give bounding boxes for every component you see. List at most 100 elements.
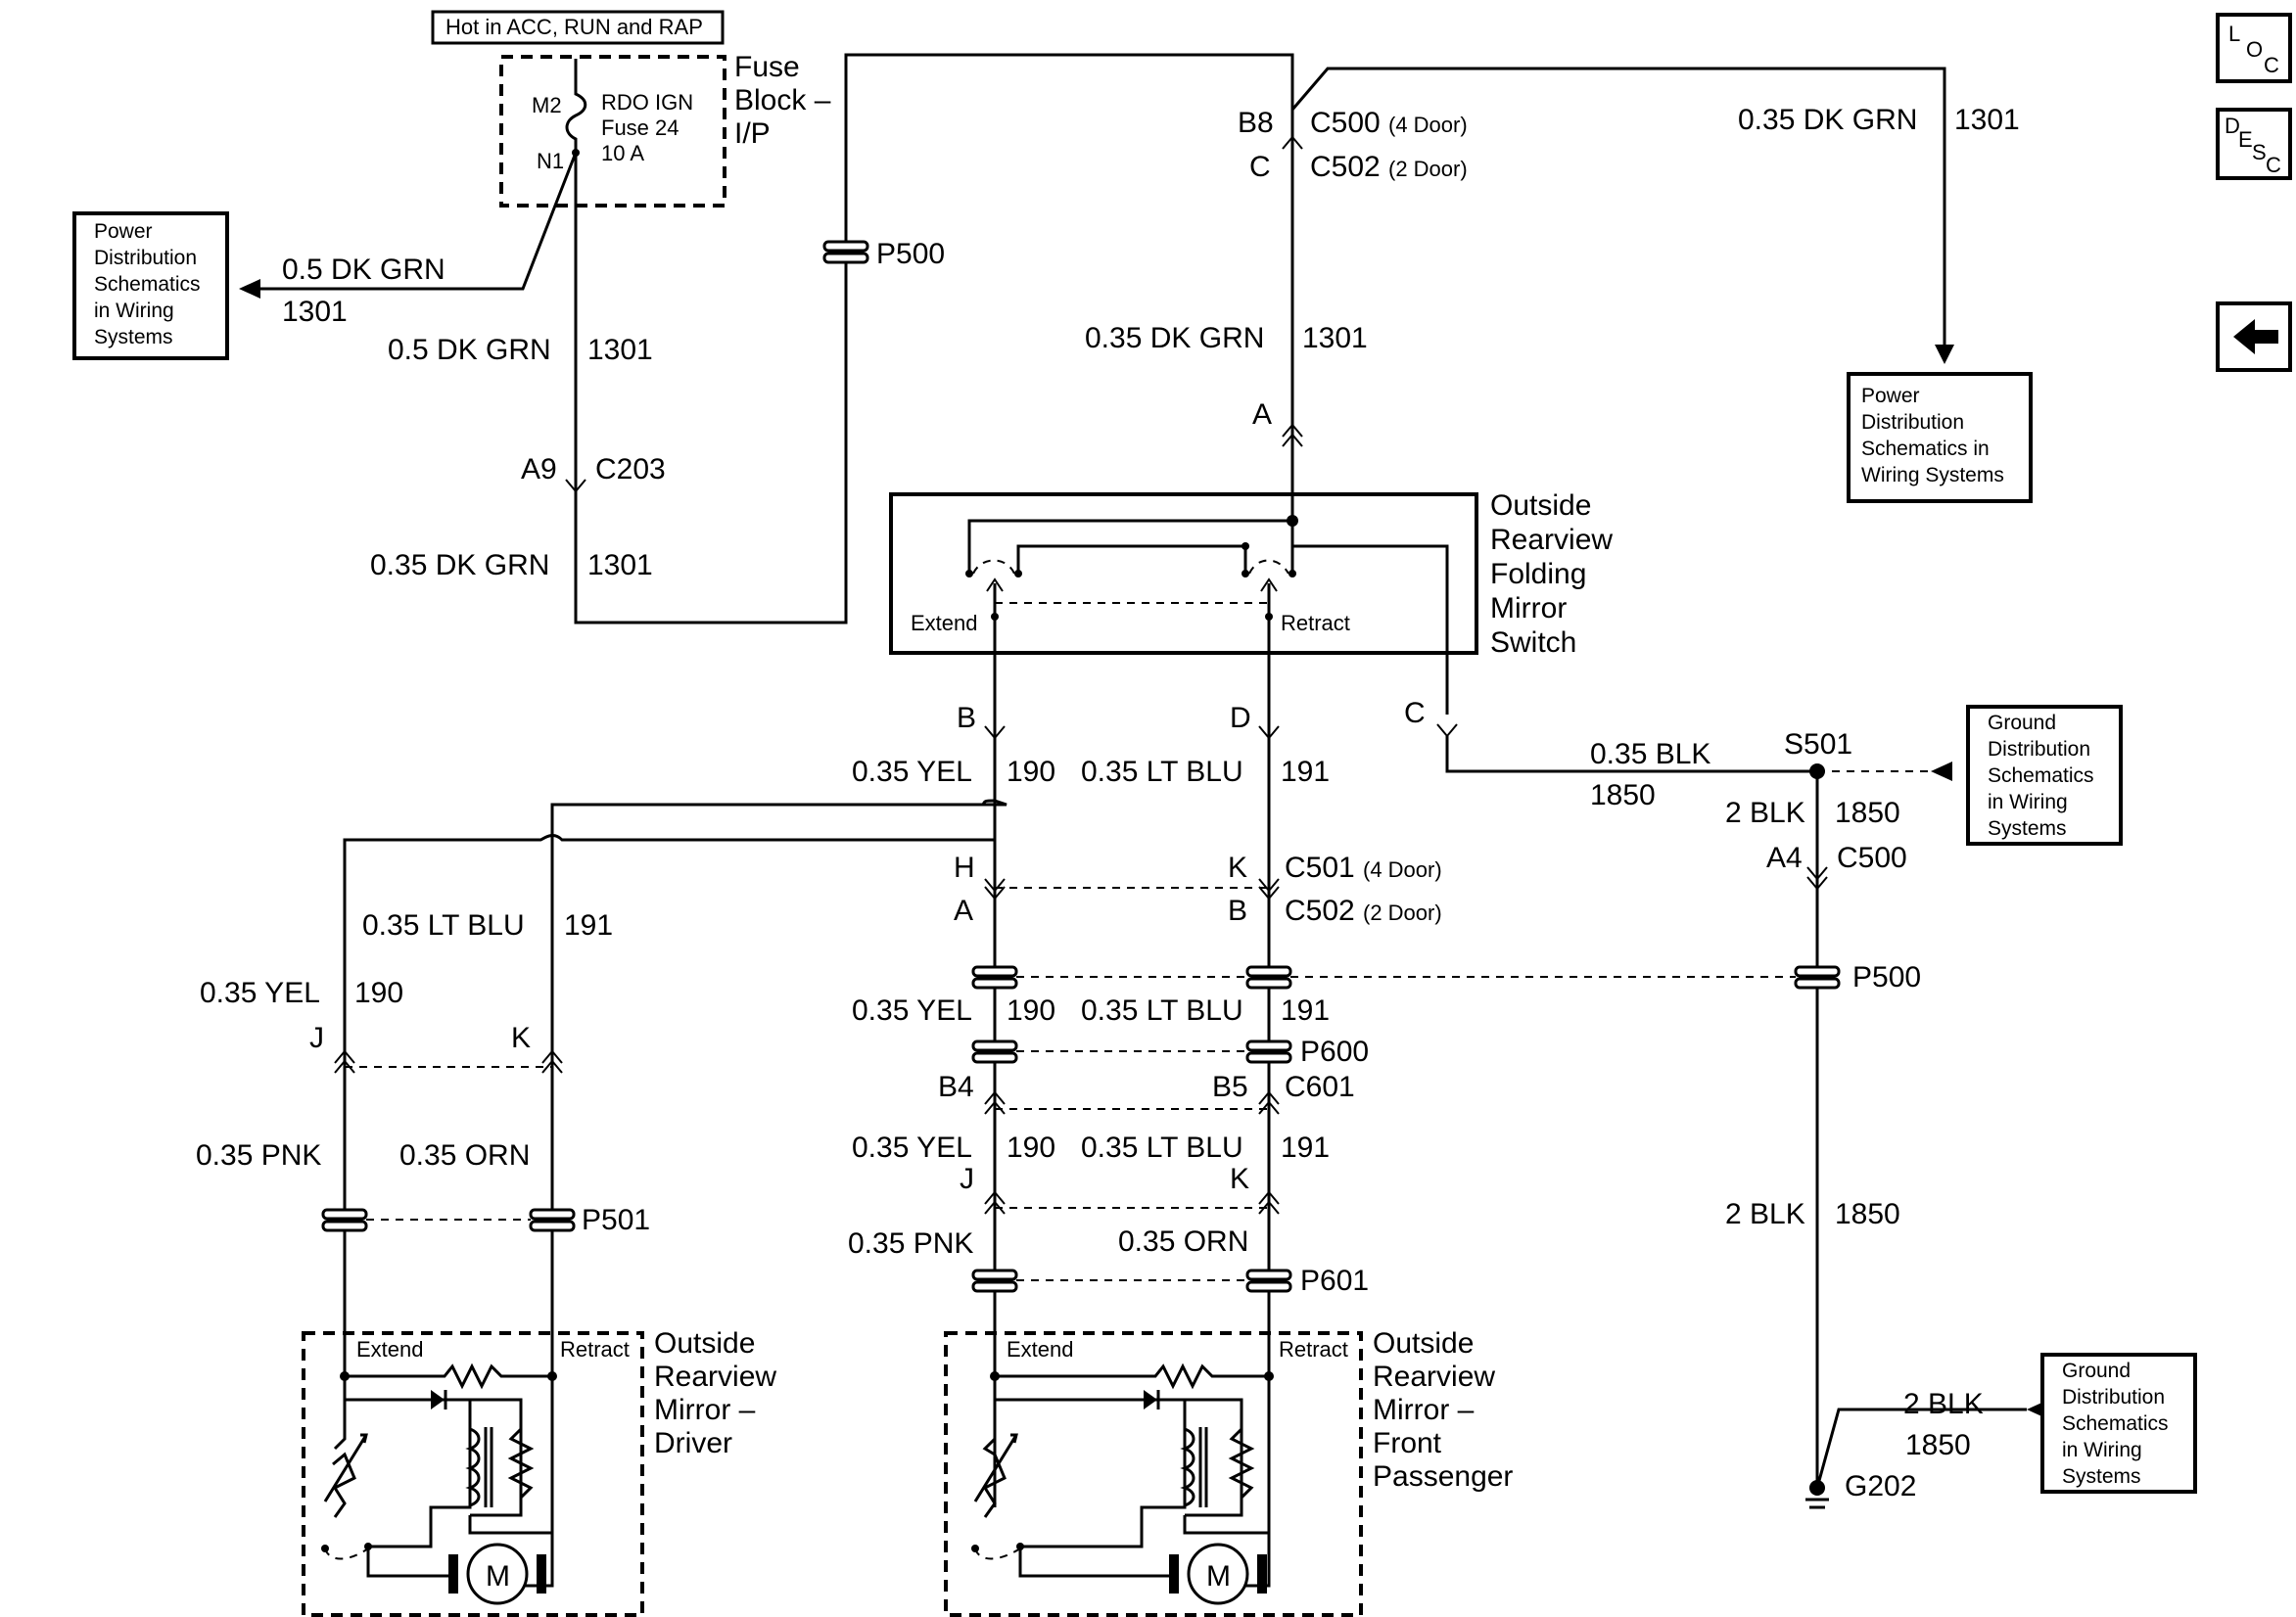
svg-text:190: 190 bbox=[1007, 994, 1055, 1027]
svg-text:0.5 DK GRN: 0.5 DK GRN bbox=[388, 334, 551, 366]
svg-text:Front: Front bbox=[1373, 1427, 1442, 1459]
s501-splice: S501 bbox=[1784, 728, 1852, 761]
passenger-motor: M bbox=[1169, 1543, 1267, 1605]
svg-text:1301: 1301 bbox=[282, 296, 348, 328]
svg-text:C: C bbox=[1249, 151, 1271, 183]
folding-mirror-switch-box bbox=[889, 492, 1478, 655]
svg-text:M: M bbox=[1206, 1560, 1231, 1593]
fuse-block-label: Fuse bbox=[734, 51, 800, 83]
svg-text:Schematics: Schematics bbox=[2062, 1412, 2169, 1435]
c500-connector: C500 bbox=[1310, 107, 1381, 139]
svg-text:A4: A4 bbox=[1766, 842, 1803, 874]
driver-mirror-label: Outside bbox=[654, 1327, 755, 1360]
c502-mid-connector: C502 bbox=[1285, 895, 1355, 927]
passenger-mirror-label: Outside bbox=[1373, 1327, 1474, 1360]
svg-text:A: A bbox=[1252, 398, 1272, 431]
svg-text:E: E bbox=[2238, 127, 2253, 152]
svg-text:Power: Power bbox=[1861, 385, 1920, 407]
driver-motor: M bbox=[448, 1543, 546, 1605]
svg-text:190: 190 bbox=[354, 977, 403, 1009]
svg-text:2 BLK: 2 BLK bbox=[1725, 1198, 1805, 1230]
svg-text:Driver: Driver bbox=[654, 1427, 732, 1459]
svg-text:1301: 1301 bbox=[587, 549, 653, 581]
svg-text:A9: A9 bbox=[521, 453, 557, 485]
svg-text:191: 191 bbox=[1281, 756, 1330, 788]
svg-text:Ground: Ground bbox=[1988, 712, 2056, 734]
svg-text:190: 190 bbox=[1007, 1132, 1055, 1164]
svg-text:O: O bbox=[2246, 37, 2263, 62]
svg-text:C: C bbox=[2264, 53, 2279, 77]
svg-text:(2 Door): (2 Door) bbox=[1363, 901, 1442, 925]
svg-text:D: D bbox=[1230, 702, 1251, 734]
svg-text:in Wiring: in Wiring bbox=[2062, 1439, 2142, 1461]
svg-text:J: J bbox=[960, 1163, 974, 1195]
svg-text:K: K bbox=[1230, 1163, 1249, 1195]
c501-connector: C501 bbox=[1285, 852, 1355, 884]
desc-button[interactable]: D E S C bbox=[2216, 108, 2292, 180]
driver-mirror-outline bbox=[302, 1331, 644, 1617]
svg-text:I/P: I/P bbox=[734, 117, 771, 150]
svg-text:0.35 YEL: 0.35 YEL bbox=[852, 994, 972, 1027]
svg-text:Retract: Retract bbox=[1281, 611, 1350, 635]
loc-button[interactable]: L O C bbox=[2216, 13, 2292, 83]
svg-text:Folding: Folding bbox=[1490, 558, 1586, 590]
svg-text:0.35 LT BLU: 0.35 LT BLU bbox=[1081, 1132, 1243, 1164]
svg-text:A: A bbox=[954, 895, 973, 927]
svg-text:Systems: Systems bbox=[94, 326, 173, 348]
svg-text:B5: B5 bbox=[1212, 1071, 1248, 1103]
svg-text:C: C bbox=[2266, 153, 2281, 177]
svg-text:B4: B4 bbox=[938, 1071, 974, 1103]
svg-text:0.35 ORN: 0.35 ORN bbox=[1118, 1225, 1248, 1258]
svg-text:2 BLK: 2 BLK bbox=[1903, 1388, 1984, 1420]
svg-text:B8: B8 bbox=[1238, 107, 1274, 139]
svg-text:1301: 1301 bbox=[1302, 322, 1368, 354]
svg-text:N1: N1 bbox=[537, 149, 564, 173]
svg-text:Distribution: Distribution bbox=[1861, 411, 1964, 434]
svg-text:Mirror: Mirror bbox=[1490, 592, 1567, 624]
svg-text:L: L bbox=[2228, 22, 2240, 46]
switch-label: Outside bbox=[1490, 489, 1591, 522]
svg-text:191: 191 bbox=[1281, 994, 1330, 1027]
svg-text:0.5 DK GRN: 0.5 DK GRN bbox=[282, 254, 445, 286]
ground-distribution-ref-right[interactable] bbox=[1966, 705, 2123, 846]
svg-text:(4 Door): (4 Door) bbox=[1363, 857, 1442, 882]
svg-text:1850: 1850 bbox=[1835, 797, 1900, 829]
c203-connector: C203 bbox=[595, 453, 666, 485]
svg-text:0.35 DK GRN: 0.35 DK GRN bbox=[1738, 104, 1917, 136]
svg-text:Systems: Systems bbox=[2062, 1465, 2141, 1488]
svg-text:Retract: Retract bbox=[560, 1337, 630, 1362]
svg-text:10 A: 10 A bbox=[601, 141, 644, 165]
hot-label: Hot in ACC, RUN and RAP bbox=[445, 15, 703, 39]
svg-text:S: S bbox=[2252, 140, 2267, 164]
power-distribution-ref-left[interactable] bbox=[72, 211, 229, 360]
svg-text:Ground: Ground bbox=[2062, 1360, 2131, 1382]
svg-text:P600: P600 bbox=[1300, 1036, 1369, 1068]
svg-text:Rearview: Rearview bbox=[654, 1361, 776, 1393]
svg-text:in Wiring: in Wiring bbox=[1988, 791, 2068, 813]
svg-text:Distribution: Distribution bbox=[2062, 1386, 2165, 1409]
p600-splice bbox=[971, 1040, 1292, 1064]
svg-text:Power: Power bbox=[94, 220, 153, 243]
svg-text:P601: P601 bbox=[1300, 1265, 1369, 1297]
svg-text:Retract: Retract bbox=[1279, 1337, 1348, 1362]
svg-text:0.35 ORN: 0.35 ORN bbox=[399, 1139, 530, 1172]
ground-distribution-ref-bottom[interactable] bbox=[2040, 1353, 2197, 1494]
p501-splice bbox=[321, 1208, 576, 1232]
p601-splice bbox=[971, 1269, 1292, 1293]
svg-text:K: K bbox=[1228, 852, 1247, 884]
svg-text:Passenger: Passenger bbox=[1373, 1460, 1513, 1493]
svg-text:D: D bbox=[2225, 114, 2240, 138]
svg-text:1850: 1850 bbox=[1590, 779, 1656, 811]
svg-text:K: K bbox=[511, 1022, 531, 1054]
svg-text:Switch: Switch bbox=[1490, 626, 1576, 659]
svg-text:1301: 1301 bbox=[587, 334, 653, 366]
svg-text:(2 Door): (2 Door) bbox=[1388, 157, 1468, 181]
svg-text:Rearview: Rearview bbox=[1490, 524, 1613, 556]
svg-text:0.35 LT BLU: 0.35 LT BLU bbox=[362, 909, 525, 942]
svg-text:1850: 1850 bbox=[1835, 1198, 1900, 1230]
back-button[interactable] bbox=[2216, 301, 2292, 372]
power-distribution-ref-right[interactable] bbox=[1847, 372, 2033, 503]
svg-text:Fuse 24: Fuse 24 bbox=[601, 116, 679, 140]
svg-text:0.35 BLK: 0.35 BLK bbox=[1590, 738, 1710, 770]
